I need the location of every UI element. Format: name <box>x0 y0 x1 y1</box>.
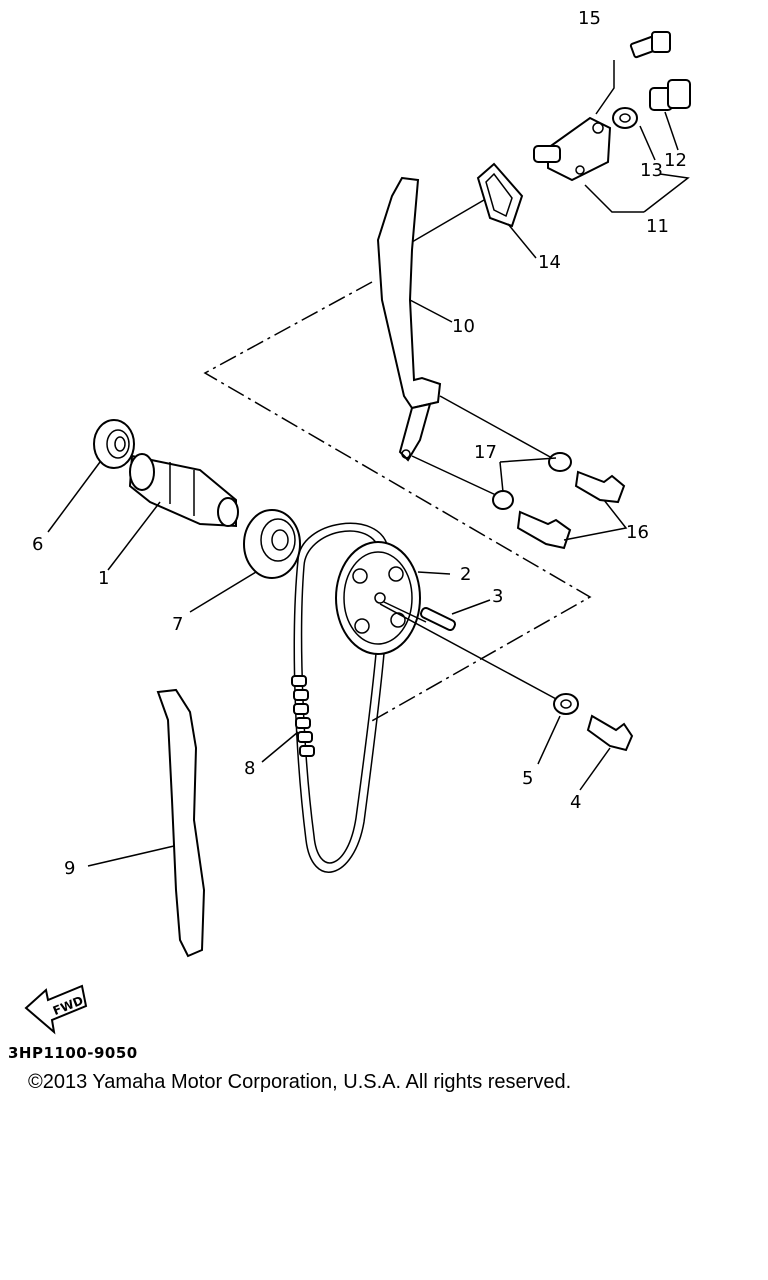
diagram-code: 3HP1100-9050 <box>8 1044 138 1062</box>
label-7: 7 <box>172 614 183 635</box>
bolt-16a <box>574 470 626 504</box>
label-6: 6 <box>32 534 43 555</box>
bolt-15 <box>629 31 671 59</box>
bearing-6 <box>93 419 135 469</box>
sprocket-2 <box>335 541 421 655</box>
label-2: 2 <box>460 564 471 585</box>
camshaft-1 <box>128 453 239 528</box>
bolt-4 <box>586 714 634 752</box>
guide-9 <box>156 688 206 958</box>
washer-17a <box>548 452 572 472</box>
label-15: 15 <box>578 8 601 29</box>
guide-10 <box>376 176 442 462</box>
label-16: 16 <box>626 522 649 543</box>
label-3: 3 <box>492 586 503 607</box>
fwd-arrow-icon <box>24 984 88 1035</box>
washer-5 <box>553 693 579 715</box>
label-11: 11 <box>646 216 669 237</box>
label-4: 4 <box>570 792 581 813</box>
label-13: 13 <box>640 160 663 181</box>
label-12: 12 <box>664 150 687 171</box>
copyright-notice: ©2013 Yamaha Motor Corporation, U.S.A. A… <box>28 1071 572 1093</box>
gasket-14 <box>476 162 524 228</box>
pin-3 <box>419 606 457 632</box>
plug-bolt-12 <box>649 79 691 111</box>
label-5: 5 <box>522 768 533 789</box>
label-17: 17 <box>474 442 497 463</box>
assembly-outline <box>203 281 592 723</box>
label-9: 9 <box>64 858 75 879</box>
bolt-16b <box>516 510 572 550</box>
washer-13 <box>612 107 638 129</box>
bearing-7 <box>243 509 301 579</box>
label-8: 8 <box>244 758 255 779</box>
parts-diagram: 15 12 13 11 14 10 17 16 6 1 2 3 7 8 5 4 … <box>24 8 691 1035</box>
label-1: 1 <box>98 568 109 589</box>
tensioner-11 <box>533 116 612 182</box>
label-10: 10 <box>452 316 475 337</box>
washer-17b <box>492 490 514 510</box>
label-14: 14 <box>538 252 561 273</box>
